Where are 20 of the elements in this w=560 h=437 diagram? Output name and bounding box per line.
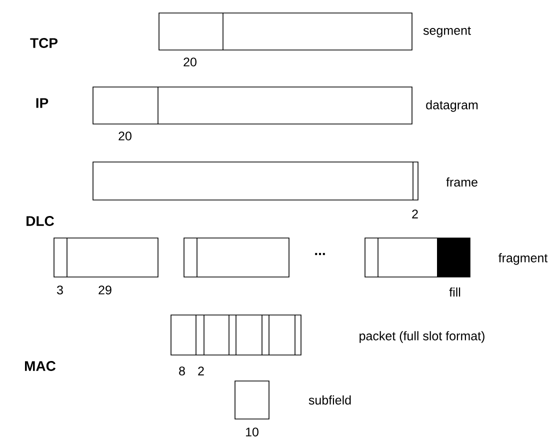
field-label: 20 <box>184 58 196 66</box>
field-label: 2 <box>412 210 418 218</box>
field-label: packet (full slot format) <box>360 331 484 343</box>
field-label: frame <box>446 177 478 187</box>
field-label: fill <box>449 287 460 297</box>
field-label: 2 <box>198 366 204 376</box>
field-label: subfield <box>308 395 351 405</box>
layer-name: IP <box>36 98 48 108</box>
field-label: 10 <box>246 428 258 436</box>
field-label: 20 <box>118 132 132 140</box>
field-label: 29 <box>98 286 112 294</box>
field-label: datagram <box>426 100 478 112</box>
field-label: fragment <box>498 253 548 265</box>
layer-name: DLC <box>26 216 54 226</box>
field-label: 8 <box>179 366 185 376</box>
ellipsis: ... <box>315 252 325 256</box>
field-label: segment <box>423 26 471 38</box>
layer-name: TCP <box>30 38 58 48</box>
layer-name: MAC <box>25 361 56 371</box>
field-label: 3 <box>57 286 63 294</box>
